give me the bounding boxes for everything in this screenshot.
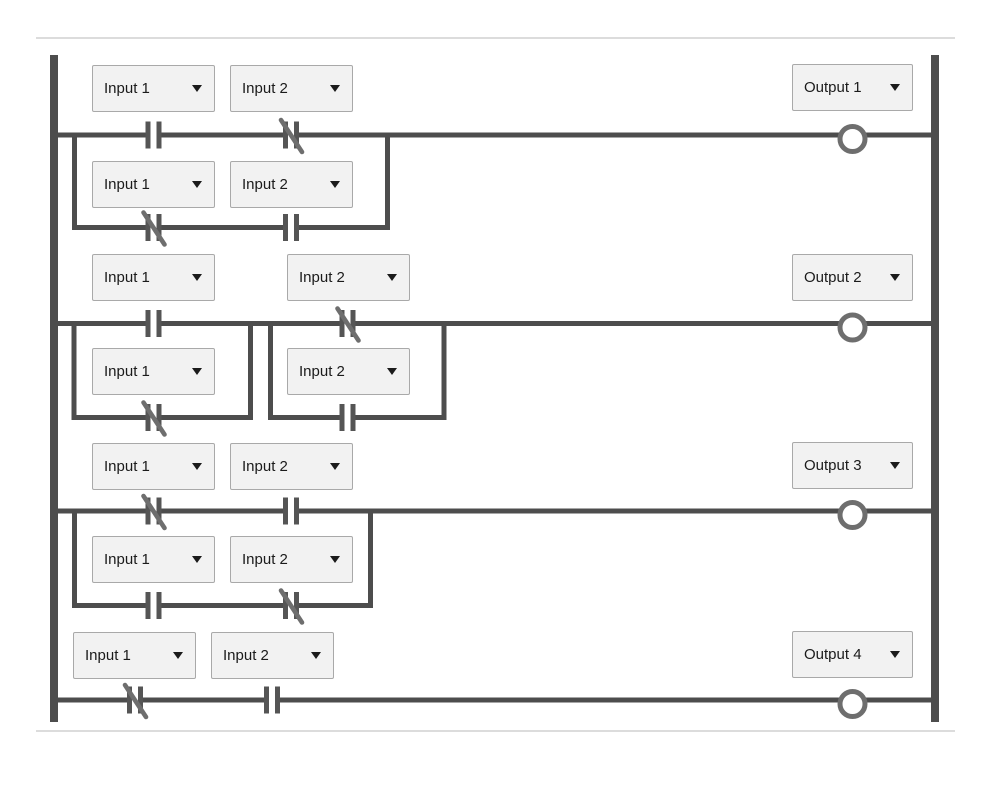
rung1-contact1-select[interactable]: Input 1	[92, 65, 215, 112]
dropdown-arrow-icon	[192, 181, 202, 188]
dropdown-arrow-icon	[387, 368, 397, 375]
contact-normally-open-icon	[145, 121, 162, 149]
select-value: Input 1	[104, 176, 150, 193]
contact-normally-open-icon	[283, 497, 299, 525]
output-coil-icon	[840, 315, 865, 340]
dropdown-arrow-icon	[192, 556, 202, 563]
contact-normally-open-icon	[339, 404, 356, 431]
select-value: Input 2	[299, 269, 345, 286]
rung-4	[52, 685, 935, 717]
rung3-output-select[interactable]: Output 3	[792, 442, 913, 489]
rung-3-branch-wire	[72, 511, 373, 608]
contact-normally-closed-icon	[144, 496, 165, 528]
rung-1-branch-wire	[72, 135, 390, 230]
rung-1	[52, 120, 935, 245]
select-value: Input 2	[242, 176, 288, 193]
rung2-contact1-select[interactable]: Input 1	[92, 254, 215, 301]
rung3-branch-contact2-select[interactable]: Input 2	[230, 536, 353, 583]
dropdown-arrow-icon	[173, 652, 183, 659]
select-value: Output 2	[804, 269, 862, 286]
dropdown-arrow-icon	[330, 463, 340, 470]
rung1-output-select[interactable]: Output 1	[792, 64, 913, 111]
select-value: Input 2	[242, 551, 288, 568]
contact-normally-closed-icon	[281, 120, 302, 152]
select-value: Input 2	[242, 80, 288, 97]
contact-normally-open-icon	[264, 686, 280, 714]
rung2-contact2-select[interactable]: Input 2	[287, 254, 410, 301]
select-value: Output 3	[804, 457, 862, 474]
select-value: Output 1	[804, 79, 862, 96]
rung1-branch-contact1-select[interactable]: Input 1	[92, 161, 215, 208]
rung2-output-select[interactable]: Output 2	[792, 254, 913, 301]
rung3-branch-contact1-select[interactable]: Input 1	[92, 536, 215, 583]
select-value: Input 1	[104, 458, 150, 475]
contact-normally-closed-icon	[144, 403, 165, 435]
rung3-contact2-select[interactable]: Input 2	[230, 443, 353, 490]
output-coil-icon	[840, 503, 865, 528]
output-coil-icon	[840, 127, 865, 152]
select-value: Input 1	[85, 647, 131, 664]
dropdown-arrow-icon	[890, 274, 900, 281]
contact-normally-closed-icon	[125, 685, 146, 717]
panel-top-border	[36, 37, 955, 39]
select-value: Input 1	[104, 269, 150, 286]
rung1-branch-contact2-select[interactable]: Input 2	[230, 161, 353, 208]
rung3-contact1-select[interactable]: Input 1	[92, 443, 215, 490]
rung2-branch2-contact-select[interactable]: Input 2	[287, 348, 410, 395]
dropdown-arrow-icon	[192, 463, 202, 470]
right-power-rail	[931, 55, 939, 722]
dropdown-arrow-icon	[192, 274, 202, 281]
rung-2-branch-2-wire	[268, 323, 447, 420]
dropdown-arrow-icon	[192, 368, 202, 375]
left-power-rail	[50, 55, 58, 722]
dropdown-arrow-icon	[311, 652, 321, 659]
rung4-contact1-select[interactable]: Input 1	[73, 632, 196, 679]
dropdown-arrow-icon	[890, 84, 900, 91]
output-coil-icon	[840, 692, 865, 717]
rung-3	[52, 496, 935, 623]
select-value: Input 2	[223, 647, 269, 664]
select-value: Output 4	[804, 646, 862, 663]
contact-normally-closed-icon	[144, 213, 165, 245]
select-value: Input 1	[104, 80, 150, 97]
rung-2	[52, 309, 935, 435]
dropdown-arrow-icon	[330, 556, 340, 563]
rung1-contact2-select[interactable]: Input 2	[230, 65, 353, 112]
dropdown-arrow-icon	[890, 651, 900, 658]
select-value: Input 2	[242, 458, 288, 475]
dropdown-arrow-icon	[387, 274, 397, 281]
rung-2-branch-1-wire	[71, 323, 253, 420]
select-value: Input 1	[104, 551, 150, 568]
rung4-contact2-select[interactable]: Input 2	[211, 632, 334, 679]
dropdown-arrow-icon	[192, 85, 202, 92]
contact-normally-closed-icon	[281, 591, 302, 623]
rung2-branch1-contact-select[interactable]: Input 1	[92, 348, 215, 395]
dropdown-arrow-icon	[890, 462, 900, 469]
contact-normally-open-icon	[145, 592, 162, 619]
rung4-output-select[interactable]: Output 4	[792, 631, 913, 678]
select-value: Input 2	[299, 363, 345, 380]
dropdown-arrow-icon	[330, 181, 340, 188]
select-value: Input 1	[104, 363, 150, 380]
panel-bottom-border	[36, 730, 955, 732]
dropdown-arrow-icon	[330, 85, 340, 92]
contact-normally-closed-icon	[338, 309, 359, 341]
contact-normally-open-icon	[145, 310, 162, 337]
contact-normally-open-icon	[283, 214, 299, 241]
